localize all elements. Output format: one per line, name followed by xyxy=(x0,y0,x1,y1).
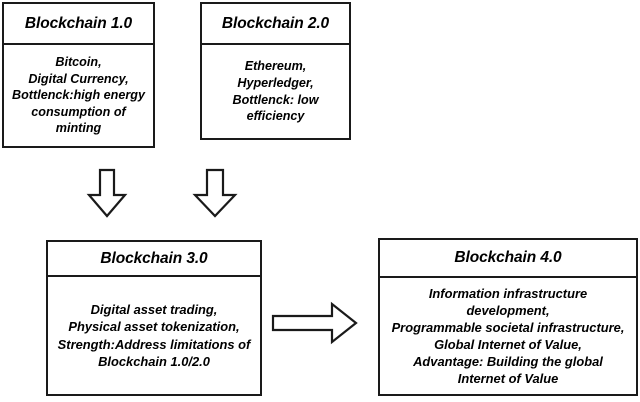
node-blockchain-1: Blockchain 1.0 Bitcoin, Digital Currency… xyxy=(2,2,155,148)
node-blockchain-3-header: Blockchain 3.0 xyxy=(48,242,260,277)
node-blockchain-1-header: Blockchain 1.0 xyxy=(4,4,153,45)
arrow-right-icon xyxy=(271,301,358,345)
node-blockchain-3-body: Digital asset trading, Physical asset to… xyxy=(57,302,251,369)
node-blockchain-1-body: Bitcoin, Digital Currency, Bottlenck:hig… xyxy=(12,54,145,136)
node-blockchain-4: Blockchain 4.0 Information infrastructur… xyxy=(378,238,638,396)
node-blockchain-3: Blockchain 3.0 Digital asset trading, Ph… xyxy=(46,240,262,396)
arrow-down-icon xyxy=(192,168,238,218)
node-blockchain-2: Blockchain 2.0 Ethereum, Hyperledger, Bo… xyxy=(200,2,351,140)
node-blockchain-2-header: Blockchain 2.0 xyxy=(202,4,349,45)
node-blockchain-4-header: Blockchain 4.0 xyxy=(380,240,636,278)
arrow-down-icon xyxy=(86,168,128,218)
node-blockchain-2-body: Ethereum, Hyperledger, Bottlenck: low ef… xyxy=(232,59,319,124)
node-blockchain-4-body: Information infrastructure development, … xyxy=(391,285,625,387)
